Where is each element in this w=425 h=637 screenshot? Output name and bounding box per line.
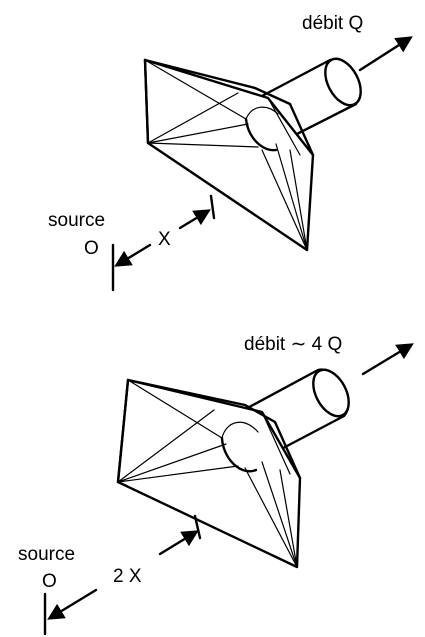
top-flow-label: débit Q [302, 13, 363, 34]
top-hood-tick [209, 194, 216, 220]
top-distance-arrow-left [114, 243, 152, 267]
bottom-hood-tick [193, 514, 202, 540]
top-figure: débit Q X source O [48, 13, 413, 292]
top-distance-arrow-right [178, 209, 211, 230]
top-flow-arrow [358, 36, 413, 72]
bottom-distance-arrow-left [47, 588, 98, 620]
bottom-origin-label: O [42, 571, 57, 592]
bottom-flow-label: débit ∼ 4 Q [244, 334, 342, 355]
bottom-flow-arrow [361, 343, 414, 376]
top-source-label: source [48, 210, 105, 231]
top-duct [260, 57, 362, 140]
bottom-distance-label: 2 X [113, 566, 142, 587]
bottom-hood [116, 378, 302, 569]
bottom-distance-arrow-right [158, 530, 199, 556]
top-origin-label: O [84, 238, 99, 259]
bottom-figure: débit ∼ 4 Q 2 X source O [18, 334, 414, 636]
bottom-source-label: source [18, 544, 75, 565]
top-distance-label: X [158, 229, 171, 250]
top-hood [143, 58, 315, 252]
